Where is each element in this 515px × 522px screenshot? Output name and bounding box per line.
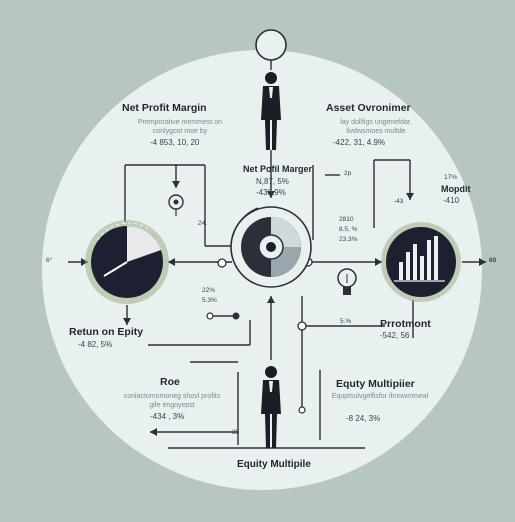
number-2810: 2810: [339, 216, 354, 223]
equity-multiplier-label: Equty Multipiier: [336, 378, 415, 390]
net-profit-margin-center-value-b: -433.9%: [256, 188, 286, 197]
net-profit-margin-center-label: Net Pofil Marger: [243, 164, 313, 174]
location-pin-icon: [168, 194, 184, 216]
mopdit-label: Mopdit: [441, 184, 471, 194]
equity-multiplier-value: -8 24, 3%: [346, 414, 381, 423]
number-22: 22%: [202, 287, 216, 294]
roe-label: Roe: [160, 376, 180, 388]
asset-turnover-label: Asset Ovronimer: [326, 102, 411, 114]
mopdit-value: -410: [443, 196, 460, 205]
number-233: 23.3%: [339, 236, 358, 243]
net-profit-margin-top-label: Net Profit Margin: [122, 102, 207, 114]
number-left: 6°: [46, 257, 53, 264]
number-85: 8.5, %: [339, 226, 358, 233]
asset-turnover-value: -422, 31, 4.9%: [333, 138, 386, 147]
number-2p: 2p: [344, 170, 352, 177]
asset-turnover-sub: lay dollfigs ungenefdar, livdwsmoes mult…: [340, 119, 412, 135]
productivity-value: -542, 56: [380, 331, 410, 340]
number-right: 60: [489, 257, 497, 264]
bottom-title: Equity Multipile: [237, 459, 311, 470]
number-53: 5.3%: [202, 297, 217, 304]
return-on-equity-value: -4 82, 5%: [78, 340, 113, 349]
top-node-circle: [255, 29, 287, 61]
person-figure-bottom: [261, 366, 281, 448]
gauge-icon: [85, 220, 169, 304]
center-dial-icon: [230, 206, 312, 288]
equity-multiplier-sub: Equptsulvgelfisfor ihnowmmeal: [331, 393, 429, 400]
roe-sub: conlactomomoneg shovl profits gife engoy…: [123, 393, 221, 409]
bar-chart-icon: [381, 222, 461, 302]
number-24: 24.: [198, 220, 208, 227]
lightbulb-icon: [337, 268, 357, 295]
return-on-equity-label: Retun on Epity: [69, 326, 144, 338]
number-25: 25: [232, 429, 240, 436]
number-43: -43: [394, 198, 404, 205]
number-17: 17%: [444, 174, 458, 181]
net-profit-margin-center-value-a: N,87, 5%: [256, 177, 289, 186]
number-51: 5.%: [340, 318, 352, 325]
net-profit-margin-top-sub: Premporative memmest on conlygost moe by: [137, 119, 223, 135]
roe-value: -434 , 3%: [150, 412, 185, 421]
productivity-label: Prrotmont: [380, 318, 431, 330]
net-profit-margin-top-value: -4 853, 10, 20: [150, 138, 200, 147]
arrow-heads: [81, 181, 486, 436]
person-figure-top: [261, 72, 281, 150]
